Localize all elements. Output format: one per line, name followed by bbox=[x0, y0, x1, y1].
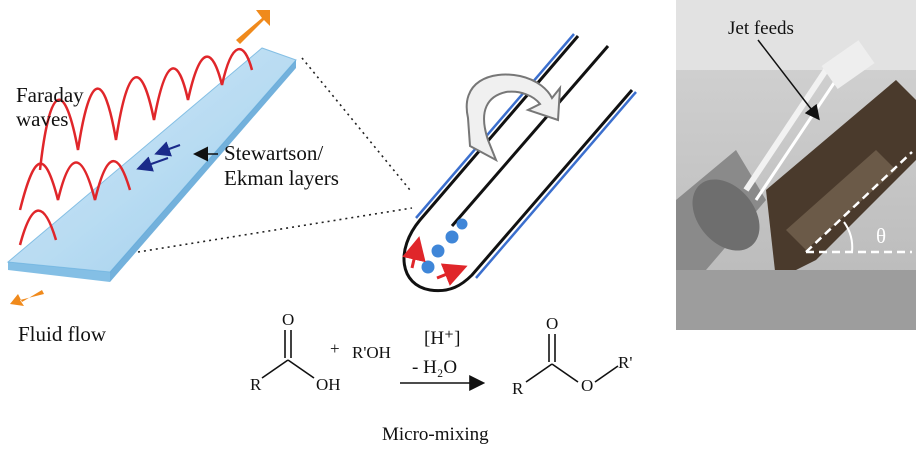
ester-r-label: R bbox=[512, 379, 524, 398]
zoom-line-bottom bbox=[137, 207, 413, 253]
faraday-label-line2: waves bbox=[16, 107, 69, 131]
droplet-2 bbox=[445, 230, 459, 244]
apparatus-drawing bbox=[676, 0, 916, 330]
tube-outer-blue-2 bbox=[475, 91, 637, 279]
faraday-waves-label: Faraday waves bbox=[16, 83, 84, 131]
theta-label: θ bbox=[876, 224, 887, 248]
alcohol-label: R'OH bbox=[352, 343, 391, 362]
flow-arrow-bottom bbox=[10, 290, 44, 306]
acid-r-label: R bbox=[250, 375, 262, 394]
plate-side-face bbox=[110, 60, 296, 282]
rotation-arrow bbox=[465, 73, 562, 163]
faraday-wave-2 bbox=[38, 48, 254, 171]
droplet-4 bbox=[456, 218, 468, 230]
acid-o-label: O bbox=[282, 310, 295, 329]
ekman-arrow-2 bbox=[154, 141, 181, 157]
jet-feeds-label: Jet feeds bbox=[728, 18, 794, 39]
droplet-1 bbox=[431, 244, 445, 258]
stewartson-label-line2: Ekman layers bbox=[224, 166, 339, 190]
carboxylic-acid-structure bbox=[261, 330, 315, 379]
tube-inner-wall bbox=[450, 45, 610, 227]
faraday-wave-1 bbox=[18, 159, 132, 211]
faraday-label-line1: Faraday bbox=[16, 83, 84, 107]
stewartson-ekman-label: Stewartson/ Ekman layers bbox=[224, 141, 339, 191]
ester-r-prime-label: R' bbox=[618, 353, 633, 372]
red-arrow-left bbox=[402, 236, 426, 269]
water-byproduct-label: - H₂O bbox=[412, 357, 458, 378]
droplet-3 bbox=[421, 260, 435, 274]
zoom-line-top bbox=[301, 57, 411, 191]
fluid-flow-label: Fluid flow bbox=[18, 322, 107, 346]
catalyst-label: [H⁺] bbox=[424, 328, 461, 349]
plus-sign: + bbox=[330, 339, 340, 358]
ester-o-top-label: O bbox=[546, 314, 559, 333]
plate-front-face bbox=[8, 262, 110, 282]
acid-oh-label: OH bbox=[316, 375, 341, 394]
tube-outer-blue bbox=[415, 33, 575, 219]
ekman-arrow-1 bbox=[136, 156, 169, 172]
ester-o-link-label: O bbox=[581, 376, 594, 395]
red-arrow-bottom bbox=[436, 263, 468, 286]
apparatus-photo: Jet feeds θ bbox=[676, 0, 916, 330]
stewartson-label-line1: Stewartson/ bbox=[224, 141, 324, 165]
faraday-wave-3 bbox=[18, 209, 58, 246]
ester-structure bbox=[525, 334, 619, 383]
micro-mixing-label: Micro-mixing bbox=[382, 424, 489, 445]
flow-arrow-top bbox=[236, 10, 270, 44]
